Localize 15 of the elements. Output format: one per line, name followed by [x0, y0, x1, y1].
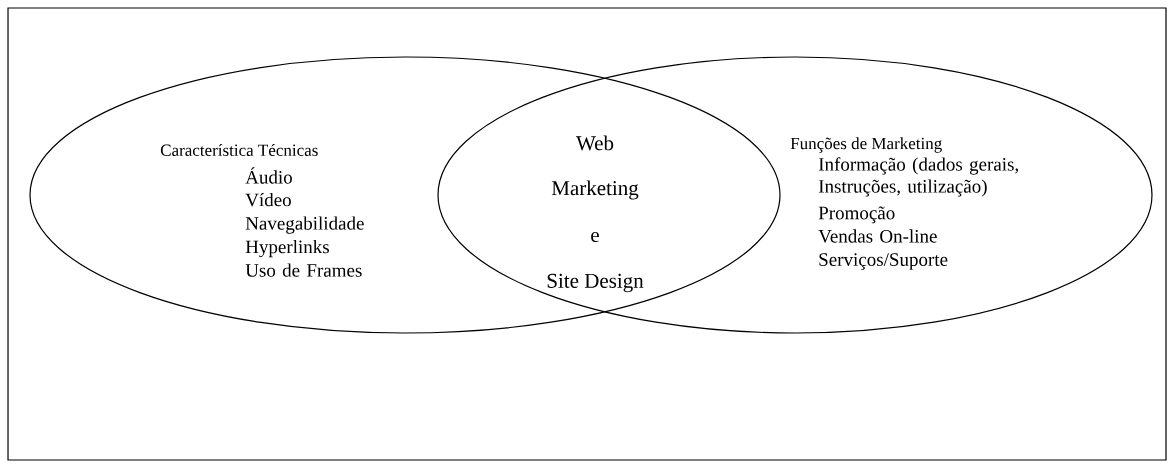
heading: Característica Técnicas	[160, 144, 318, 156]
list-item: Vídeo	[245, 192, 291, 207]
list-item: Serviços/Suporte	[819, 253, 948, 270]
center-label: Marketing	[551, 180, 639, 200]
list-item: Navegabilidade	[245, 216, 364, 234]
center-label: Site Design	[547, 273, 644, 293]
center-label: Web	[576, 135, 614, 151]
list-item: Vendas On-line	[818, 229, 937, 243]
center-label: e	[591, 231, 599, 243]
list-item: Promoção	[818, 206, 895, 224]
list-item: Áudio	[245, 167, 292, 184]
list-item: Informação (dados gerais, Instruções, utilização)	[818, 157, 1018, 197]
list-item: Hyperlinks	[245, 239, 329, 258]
heading: Funções de Marketing	[790, 137, 942, 153]
list-item: Uso de Frames	[245, 263, 362, 277]
